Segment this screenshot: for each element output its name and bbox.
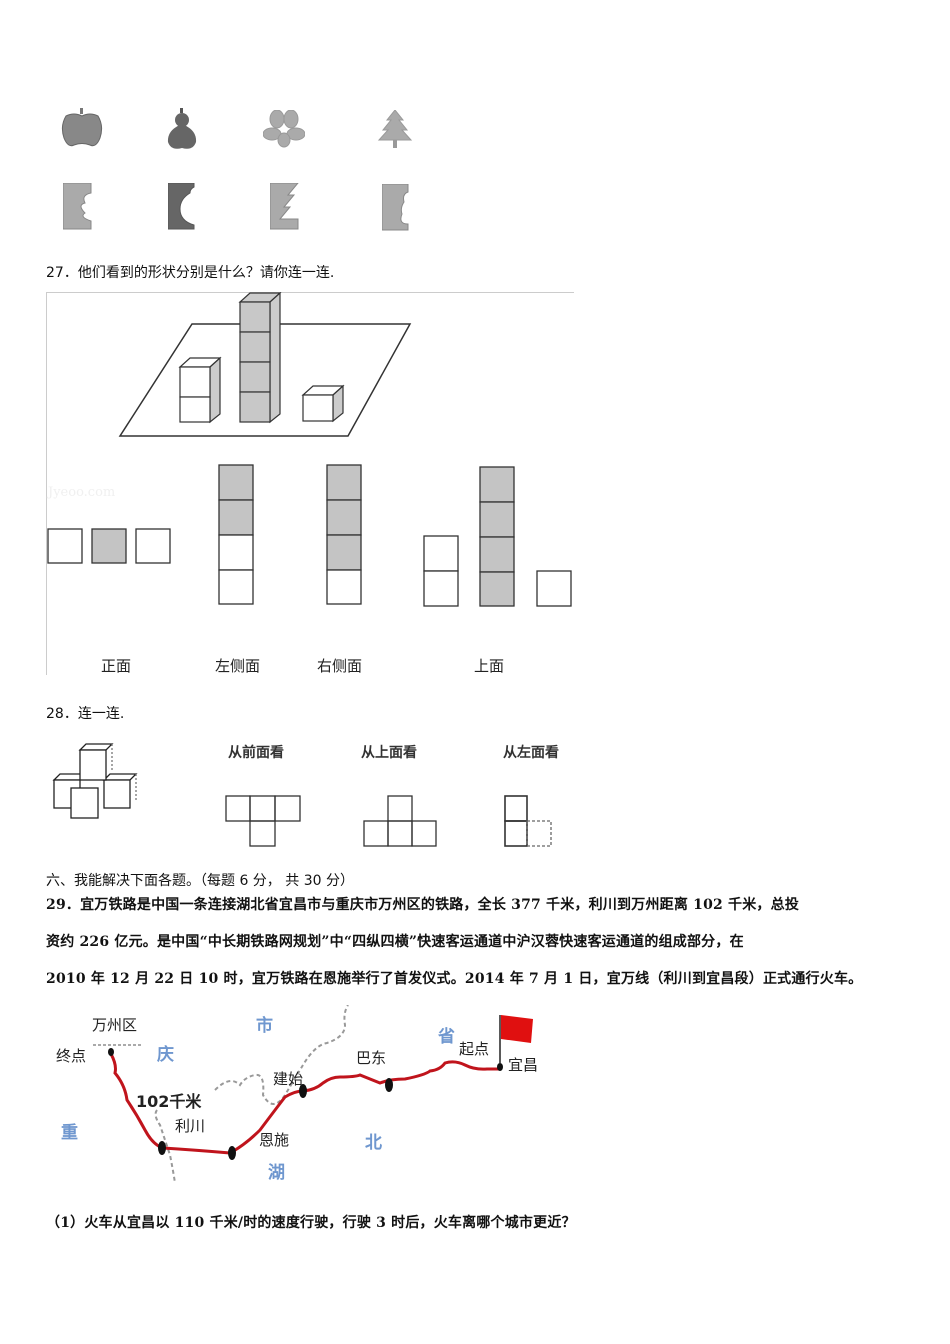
q28-label-left-view: 从左面看 xyxy=(503,745,559,761)
q28-label-top-view: 从上面看 xyxy=(361,745,417,761)
apple-shape-icon xyxy=(61,108,103,147)
shape-apple xyxy=(60,108,104,150)
map-label-wanzhou: 万州区 xyxy=(92,1016,138,1034)
q27-label-left: 左侧面 xyxy=(215,657,261,675)
station-yichang xyxy=(497,1063,503,1071)
q28-front-view-shape xyxy=(224,794,304,848)
cutout-tree-half-icon xyxy=(270,183,299,230)
q27-label-front: 正面 xyxy=(101,657,132,675)
railway-map xyxy=(45,1005,555,1185)
q28-title: 28．连一连. xyxy=(46,706,125,722)
cutout-flower-half-icon xyxy=(63,183,92,230)
map-label-end-point: 终点 xyxy=(56,1047,87,1065)
map-label-distance: 102千米 xyxy=(136,1092,202,1111)
shape-gourd xyxy=(163,108,201,152)
q27-view-option-4 xyxy=(423,466,575,608)
flower-shape-icon xyxy=(263,110,305,148)
q28-top-view-shape xyxy=(362,794,440,848)
map-label-yichang: 宜昌 xyxy=(508,1056,539,1074)
q28-label-front-view: 从前面看 xyxy=(228,745,284,761)
map-region-qing: 庆 xyxy=(157,1045,174,1065)
shape-tree xyxy=(377,110,413,150)
q29-text-line1: 29．宜万铁路是中国一条连接湖北省宜昌市与重庆市万州区的铁路，全长 377 千米… xyxy=(46,897,800,913)
station-wanzhou xyxy=(108,1048,114,1056)
map-label-enshi: 恩施 xyxy=(259,1131,290,1149)
q27-view-option-2 xyxy=(218,464,256,606)
q27-view-option-3 xyxy=(326,464,364,606)
cutout-gourd-half-icon xyxy=(168,183,195,230)
shape-cutout-3 xyxy=(270,183,300,231)
map-region-hu: 湖 xyxy=(268,1163,285,1183)
q28-block-figure xyxy=(52,742,144,822)
q27-label-right: 右侧面 xyxy=(317,657,363,675)
map-label-badong: 巴东 xyxy=(356,1049,387,1067)
map-label-jianshi: 建始 xyxy=(273,1070,304,1088)
shape-cutout-2 xyxy=(168,183,196,231)
flag-icon xyxy=(499,1015,533,1063)
map-region-chong: 重 xyxy=(61,1123,78,1143)
q29-sub1: （1）火车从宜昌以 110 千米/时的速度行驶，行驶 3 时后，火车离哪个城市更… xyxy=(46,1215,576,1231)
q27-title: 27．他们看到的形状分别是什么？请你连一连. xyxy=(46,265,335,281)
map-region-bei: 北 xyxy=(365,1133,382,1153)
q27-3d-scene xyxy=(110,292,420,442)
q29-text-line3: 2010 年 12 月 22 日 10 时，宜万铁路在恩施举行了首发仪式。201… xyxy=(46,971,863,987)
q27-view-option-1 xyxy=(47,528,173,564)
shape-flower xyxy=(263,110,305,148)
shape-cutout-4 xyxy=(382,184,410,232)
tree-shape-icon xyxy=(377,110,413,148)
map-label-lichuan: 利川 xyxy=(175,1117,206,1135)
map-region-shi: 市 xyxy=(256,1016,273,1036)
q29-text-line2: 资约 226 亿元。是中国“中长期铁路网规划”中“四纵四横”快速客运通道中沪汉蓉… xyxy=(46,934,744,950)
section6-heading: 六、我能解决下面各题。（每题 6 分， 共 30 分） xyxy=(46,873,354,889)
q28-left-view-shape xyxy=(503,794,555,848)
q27-label-top: 上面 xyxy=(474,657,505,675)
station-jianshi xyxy=(299,1084,307,1098)
station-badong xyxy=(385,1078,393,1092)
gourd-shape-icon xyxy=(167,108,197,149)
station-enshi xyxy=(228,1146,236,1160)
map-region-sheng: 省 xyxy=(438,1027,455,1047)
station-lichuan xyxy=(158,1141,166,1155)
cutout-apple-half-icon xyxy=(382,184,409,231)
q27-figure-frame xyxy=(46,292,574,675)
map-label-start-point: 起点 xyxy=(459,1040,490,1058)
shape-cutout-1 xyxy=(63,183,93,231)
watermark: Jyeoo.com xyxy=(48,485,116,500)
